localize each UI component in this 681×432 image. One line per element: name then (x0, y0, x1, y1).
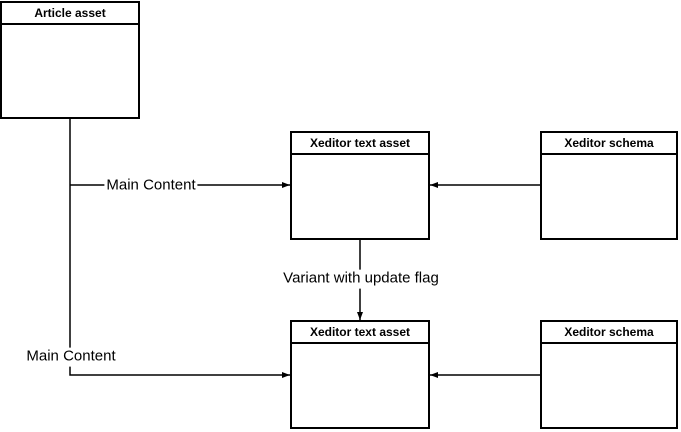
node-xeditor-schema-top: Xeditor schema (540, 131, 678, 240)
node-xeditor-schema-bottom-title: Xeditor schema (542, 322, 676, 344)
edge-label-variant-with-update-flag: Variant with update flag (281, 269, 441, 289)
node-xeditor-text-asset-top: Xeditor text asset (290, 131, 430, 240)
node-xeditor-schema-top-title: Xeditor schema (542, 133, 676, 155)
node-article-asset-title: Article asset (2, 3, 138, 25)
node-article-asset: Article asset (0, 1, 140, 119)
connector-article-to-text-asset-bottom (69, 119, 290, 378)
node-xeditor-text-asset-top-title: Xeditor text asset (292, 133, 428, 155)
node-xeditor-text-asset-bottom-title: Xeditor text asset (292, 322, 428, 344)
edge-label-main-content-top: Main Content (104, 176, 198, 196)
node-xeditor-text-asset-bottom: Xeditor text asset (290, 320, 430, 429)
edge-label-main-content-bottom: Main Content (24, 347, 118, 367)
node-xeditor-schema-bottom: Xeditor schema (540, 320, 678, 429)
